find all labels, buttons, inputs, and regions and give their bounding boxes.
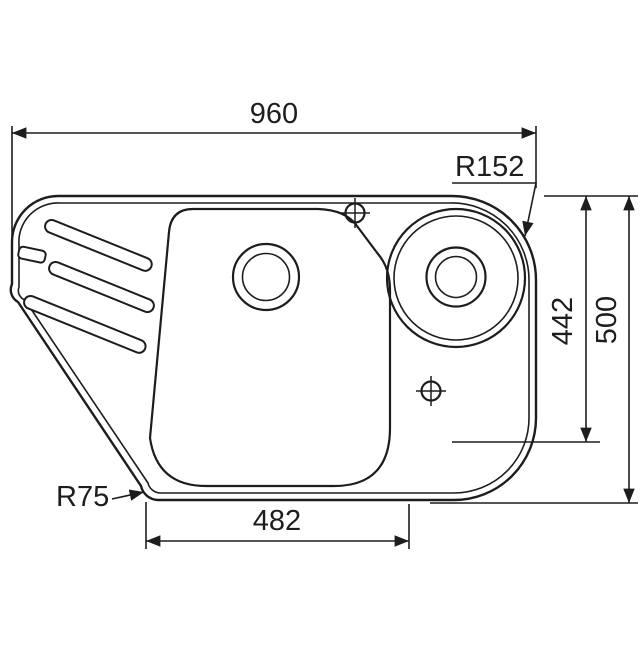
tap-hole-bottom [416, 376, 446, 406]
drainboard-groove [48, 260, 155, 314]
dim-overall-depth: 500 [430, 196, 638, 504]
sink-body [9, 194, 538, 502]
dim-label-bowl-section-depth: 442 [547, 297, 579, 345]
dim-bowl-section-depth: 442 [452, 195, 638, 443]
dim-overall-width: 960 [11, 98, 537, 236]
drainboard-groove [44, 218, 153, 272]
tap-hole-top [340, 198, 370, 228]
dim-label-bottom-width: 482 [253, 505, 301, 537]
main-drain-outer [231, 242, 301, 312]
dim-radius-bottom-left: R75 [56, 481, 145, 513]
main-drain-inner [241, 252, 291, 302]
drainboard-groove [23, 294, 147, 354]
leader-line [111, 489, 145, 501]
leader-line [452, 182, 537, 237]
main-bowl-outline [148, 207, 392, 488]
dim-label-overall-depth: 500 [591, 296, 623, 344]
small-bowl-inner [393, 215, 519, 341]
small-drain-inner [434, 255, 478, 299]
dim-bottom-width: 482 [145, 502, 410, 549]
sink-outer-outline [9, 194, 538, 502]
small-drain-outer [425, 246, 487, 308]
drainboard-grooves [23, 218, 155, 354]
dim-label-radius-top-right: R152 [455, 151, 524, 183]
small-bowl-outer [385, 207, 527, 349]
dim-label-overall-width: 960 [250, 98, 298, 130]
overflow-slot [17, 245, 47, 264]
dim-label-radius-bottom-left: R75 [56, 481, 109, 513]
sink-inner-rim [17, 202, 530, 494]
dim-radius-top-right: R152 [452, 151, 537, 237]
